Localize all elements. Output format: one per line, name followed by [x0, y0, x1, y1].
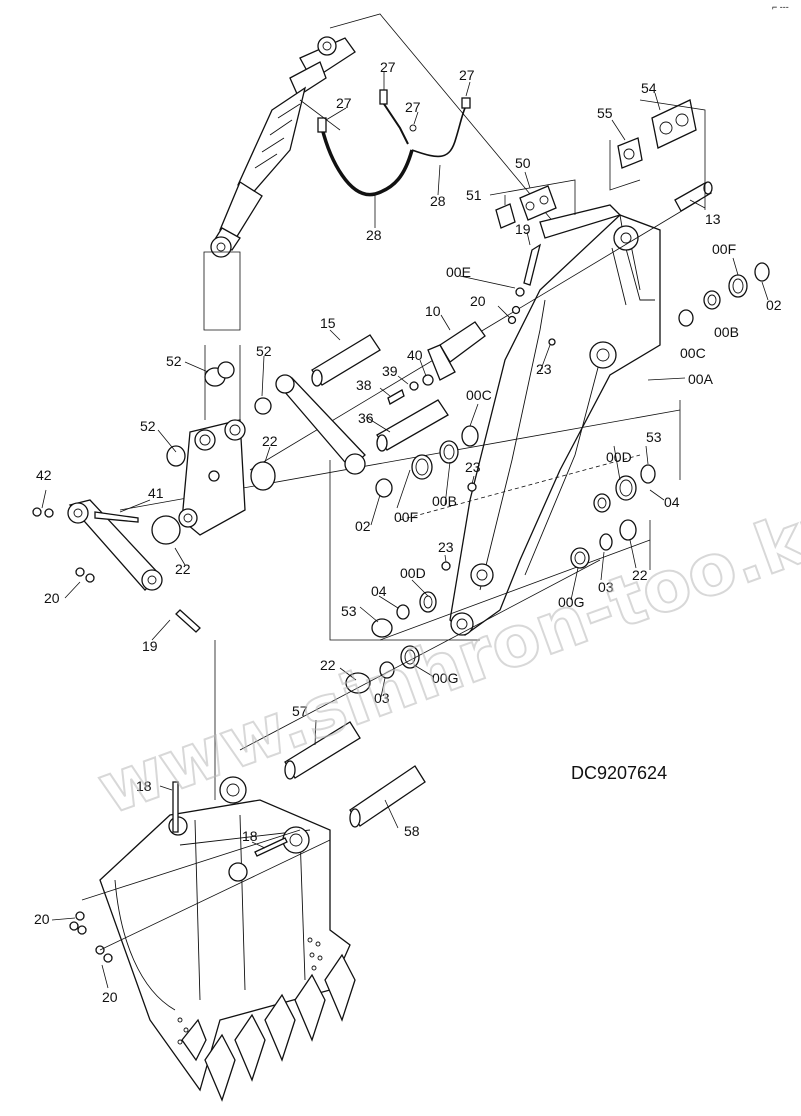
label-22: 22: [632, 567, 648, 583]
link-bar-lower: [32, 499, 201, 633]
part-labels: 27 27 27 27 28 28 54 55 50 51 19 13 00E …: [34, 59, 782, 1005]
link-bar-upper: [275, 374, 366, 475]
pin-13: [674, 181, 713, 212]
leader-lines: [41, 72, 769, 989]
frame-line: [329, 460, 480, 641]
label-52: 52: [166, 353, 182, 369]
label-27: 27: [405, 99, 421, 115]
label-27: 27: [459, 67, 475, 83]
label-39: 39: [382, 363, 398, 379]
bushing-set-lower-left: [371, 591, 437, 638]
label-04: 04: [664, 494, 680, 510]
pin-57: [284, 721, 361, 780]
bucket: [99, 776, 356, 1102]
label-18: 18: [242, 828, 258, 844]
label-20: 20: [44, 590, 60, 606]
label-22: 22: [175, 561, 191, 577]
label-28: 28: [430, 193, 446, 209]
label-02: 02: [766, 297, 782, 313]
label-38: 38: [356, 377, 372, 393]
label-04: 04: [371, 583, 387, 599]
corner-mark: ⌐ ---: [772, 2, 789, 12]
label-00E: 00E: [446, 264, 471, 280]
label-27: 27: [380, 59, 396, 75]
label-03: 03: [598, 579, 614, 595]
label-00G: 00G: [558, 594, 584, 610]
label-10: 10: [425, 303, 441, 319]
label-53: 53: [646, 429, 662, 445]
label-52: 52: [140, 418, 156, 434]
label-40: 40: [407, 347, 423, 363]
label-00G: 00G: [432, 670, 458, 686]
label-19: 19: [142, 638, 158, 654]
pin-15: [311, 334, 381, 387]
grease-fittings-23: [441, 338, 556, 571]
pin-10: [427, 321, 486, 381]
shims: [489, 99, 706, 229]
label-53: 53: [341, 603, 357, 619]
bushing-set-right-lower: [570, 519, 637, 569]
pin-58: [349, 765, 426, 828]
label-00B: 00B: [714, 324, 739, 340]
label-20: 20: [102, 989, 118, 1005]
bucket-axis-lines: [81, 559, 601, 951]
label-00D: 00D: [400, 565, 426, 581]
watermark: www.sinhron-too.kz: [87, 485, 801, 831]
label-51: 51: [466, 187, 482, 203]
label-42: 42: [36, 467, 52, 483]
hydraulic-hoses: [317, 89, 471, 197]
label-23: 23: [438, 539, 454, 555]
label-50: 50: [515, 155, 531, 171]
label-22: 22: [320, 657, 336, 673]
label-23: 23: [536, 361, 552, 377]
label-00B: 00B: [432, 493, 457, 509]
label-00D: 00D: [606, 449, 632, 465]
label-00F: 00F: [712, 241, 736, 257]
label-15: 15: [320, 315, 336, 331]
label-19: 19: [515, 221, 531, 237]
label-00C: 00C: [466, 387, 492, 403]
bushing-set-right: [593, 464, 656, 513]
label-57: 57: [292, 703, 308, 719]
label-55: 55: [597, 105, 613, 121]
label-03: 03: [374, 690, 390, 706]
bushing-set-middle: [375, 425, 479, 498]
label-20: 20: [470, 293, 486, 309]
bushing-set-upper: [678, 262, 770, 327]
pin-36: [376, 399, 449, 452]
label-00A: 00A: [688, 371, 714, 387]
label-22: 22: [262, 433, 278, 449]
label-52: 52: [256, 343, 272, 359]
link-plate: [151, 361, 276, 545]
reference-lines: [203, 13, 561, 420]
arm-00A: [449, 204, 661, 636]
label-20: 20: [34, 911, 50, 927]
label-41: 41: [148, 485, 164, 501]
bucket-cylinder: [210, 36, 356, 258]
pin-axis-line-3: [379, 539, 651, 641]
label-58: 58: [404, 823, 420, 839]
diagram-code: DC9207624: [571, 763, 667, 783]
label-54: 54: [641, 80, 657, 96]
label-13: 13: [705, 211, 721, 227]
label-36: 36: [358, 410, 374, 426]
label-00C: 00C: [680, 345, 706, 361]
label-18: 18: [136, 778, 152, 794]
label-00F: 00F: [394, 509, 418, 525]
grease-fittings-top: [507, 243, 542, 325]
bolt-set-38-40: [387, 374, 434, 405]
bucket-bolts: [177, 937, 323, 1045]
label-23: 23: [465, 459, 481, 475]
frame-line-right: [649, 400, 681, 570]
label-27: 27: [336, 95, 352, 111]
label-02: 02: [355, 518, 371, 534]
label-28: 28: [366, 227, 382, 243]
